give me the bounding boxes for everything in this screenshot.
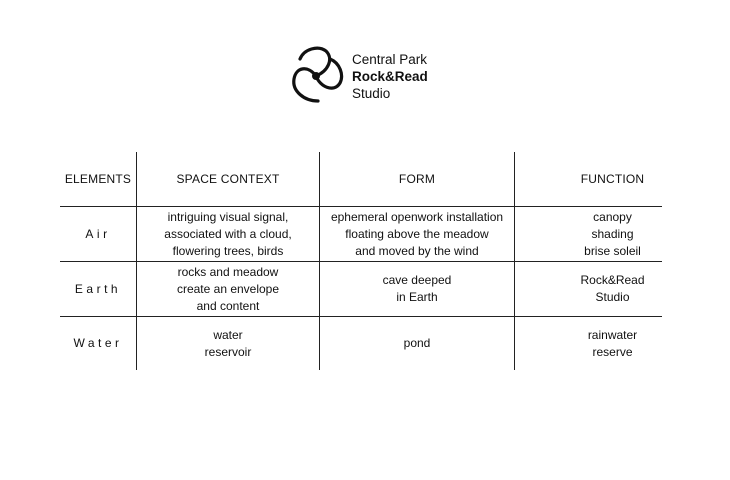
element-air: Air: [85, 226, 111, 241]
element-water: Water: [73, 336, 123, 350]
header-function: FUNCTION: [580, 171, 645, 186]
context-line: rocks and meadow: [177, 264, 279, 279]
logo-text: Central Park Rock&Read Studio: [352, 51, 428, 102]
context-air: intriguing visual signal, associated wit…: [137, 207, 319, 261]
context-line: associated with a cloud,: [164, 226, 292, 241]
form-line: in Earth: [396, 290, 438, 304]
context-line: reservoir: [204, 344, 252, 359]
function-earth: Rock&Read Studio: [515, 262, 710, 316]
function-line: shading: [591, 226, 634, 241]
context-line: and content: [196, 298, 260, 313]
function-water: rainwater reserve: [515, 317, 710, 370]
logo-line-1: Central Park: [352, 52, 428, 67]
form-air: ephemeral openwork installation floating…: [320, 207, 514, 261]
function-line: reserve: [592, 344, 633, 359]
function-line: Rock&Read: [580, 273, 645, 287]
header-form: FORM: [398, 171, 436, 186]
context-line: intriguing visual signal,: [167, 209, 289, 224]
element-earth: Earth: [74, 281, 122, 296]
spiral-logo-icon: [292, 46, 344, 103]
form-line: cave deeped: [382, 273, 452, 287]
header-elements: ELEMENTS: [64, 171, 132, 186]
form-line: and moved by the wind: [355, 243, 479, 258]
function-line: brise soleil: [584, 243, 641, 258]
form-earth: cave deeped in Earth: [320, 262, 514, 316]
function-air: canopy shading brise soleil: [515, 207, 710, 261]
form-line: ephemeral openwork installation: [330, 209, 504, 224]
logo-line-2: Rock&Read: [352, 69, 428, 84]
logo-line-3: Studio: [352, 86, 391, 101]
form-water: pond: [320, 317, 514, 370]
form-line: pond: [403, 336, 431, 350]
function-line: canopy: [593, 209, 632, 224]
header-space-context: SPACE CONTEXT: [176, 171, 280, 186]
function-line: rainwater: [587, 327, 638, 342]
context-earth: rocks and meadow create an envelope and …: [137, 262, 319, 316]
form-line: floating above the meadow: [345, 226, 489, 241]
context-line: flowering trees, birds: [172, 243, 284, 258]
context-water: water reservoir: [137, 317, 319, 370]
context-line: water: [213, 327, 243, 342]
context-line: create an envelope: [176, 281, 280, 296]
function-line: Studio: [595, 290, 630, 304]
